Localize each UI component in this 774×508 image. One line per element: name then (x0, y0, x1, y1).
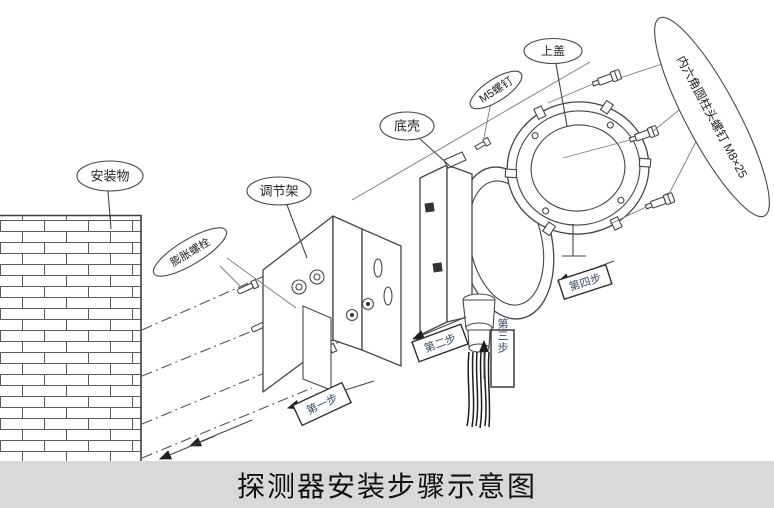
brick-wall (0, 214, 142, 462)
label-mounting-object: 安装物 (76, 160, 144, 230)
exploded-view-drawing: 安装物 膨胀螺栓 调节架 (0, 16, 770, 462)
label-bottom-shell-text: 底壳 (394, 119, 420, 134)
caption-bar: 探测器安装步骤示意图 (0, 461, 774, 508)
label-m5-screw: M5螺钉 (469, 70, 523, 110)
wire-bundle (466, 351, 491, 429)
step-4-tag: 第四步 (556, 260, 615, 301)
label-adjust-bracket: 调节架 (246, 176, 312, 259)
mounting-direction-arrow (158, 435, 216, 460)
step-1-tag: 第一步 (286, 380, 375, 427)
adjust-bracket-part (262, 215, 402, 393)
callout-labels: 安装物 膨胀螺栓 调节架 (76, 16, 770, 309)
m5-screw-part (474, 101, 492, 151)
label-bottom-shell: 底壳 (379, 111, 453, 169)
top-cover-part (504, 99, 652, 257)
label-mounting-object-text: 安装物 (90, 169, 129, 184)
step-3-text: 第三步 (496, 317, 509, 354)
label-top-cover: 上盖 (523, 37, 583, 127)
label-top-cover-text: 上盖 (541, 44, 565, 58)
label-adjust-bracket-text: 调节架 (259, 184, 298, 199)
label-hex-socket-screw: 内六角圆柱头螺钉 M8×25 (654, 16, 770, 218)
diagram-caption: 探测器安装步骤示意图 (236, 470, 537, 502)
step-3-tag: 第三步 (479, 317, 515, 388)
